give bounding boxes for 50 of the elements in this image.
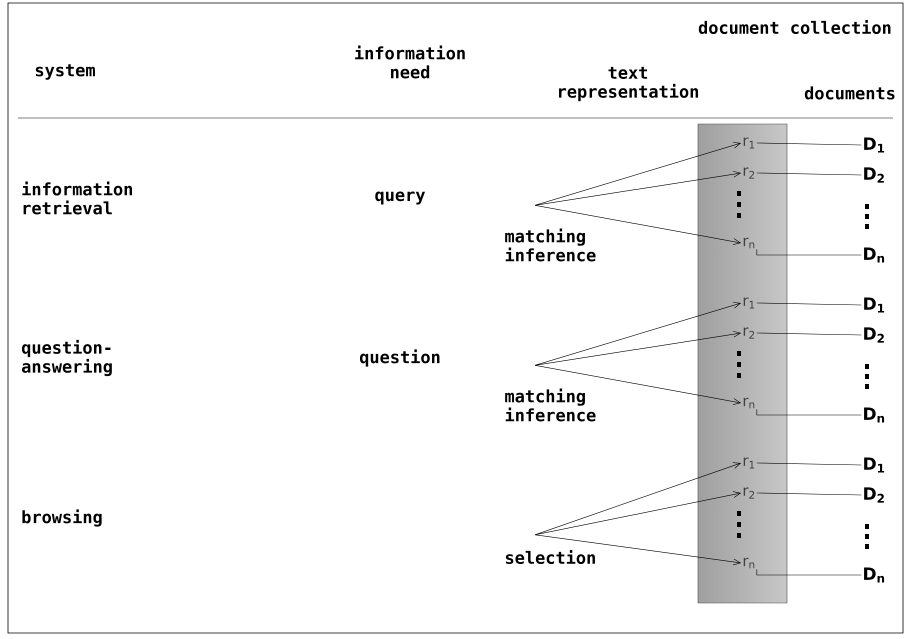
row-label: question-answering: [22, 340, 112, 376]
process-label: matching inference: [505, 388, 596, 422]
document-item: D$_{n}$: [864, 568, 884, 582]
arrow: [534, 462, 742, 536]
column-heading: text representation: [559, 66, 698, 102]
row-label: question: [360, 349, 440, 367]
document-item: D$_{2}$: [864, 487, 884, 503]
row-label: query: [375, 192, 426, 204]
document-item: D$_{2}$: [864, 167, 884, 183]
arrow: [534, 142, 742, 206]
column-heading: documents: [804, 86, 894, 100]
document-item: D$_{n}$: [864, 408, 884, 422]
arrow: [534, 205, 742, 245]
representation-item: r$_{n}$: [744, 558, 754, 568]
representation-item: r$_{2}$: [744, 327, 754, 339]
document-item: D$_{1}$: [864, 457, 884, 473]
row-label: browsing: [22, 509, 102, 527]
connector-line: [756, 462, 862, 466]
connector-line: [756, 142, 862, 146]
row-label: information retrieval: [22, 182, 132, 214]
connector-line: [756, 302, 862, 306]
representation-item: r$_{1}$: [744, 457, 754, 469]
text-representation-band: [698, 124, 788, 604]
connector-line: [756, 569, 862, 576]
document-item: D$_{n}$: [864, 248, 884, 262]
connector-line: [756, 172, 862, 176]
column-heading: information need: [355, 46, 465, 78]
document-item: D$_{2}$: [864, 327, 884, 343]
document-item: D$_{1}$: [864, 137, 884, 153]
representation-item: r$_{1}$: [744, 137, 754, 149]
column-heading: system: [36, 64, 95, 80]
representation-item: r$_{1}$: [744, 297, 754, 309]
connector-line: [756, 492, 862, 496]
connector-line: [756, 249, 862, 256]
connector-line: [756, 332, 862, 336]
arrow: [534, 491, 742, 536]
document-item: D$_{1}$: [864, 297, 884, 313]
representation-item: r$_{2}$: [744, 167, 754, 179]
column-heading: document collection: [698, 20, 890, 34]
arrow: [534, 534, 742, 566]
arrow: [534, 170, 742, 206]
arrow: [534, 330, 742, 366]
representation-item: r$_{n}$: [744, 398, 754, 408]
arrow: [534, 302, 742, 366]
representation-item: r$_{n}$: [744, 238, 754, 248]
connector-line: [756, 409, 862, 416]
process-label: selection: [506, 550, 595, 564]
process-label: matching inference: [505, 228, 596, 262]
arrow: [534, 365, 742, 405]
representation-item: r$_{2}$: [744, 487, 754, 499]
